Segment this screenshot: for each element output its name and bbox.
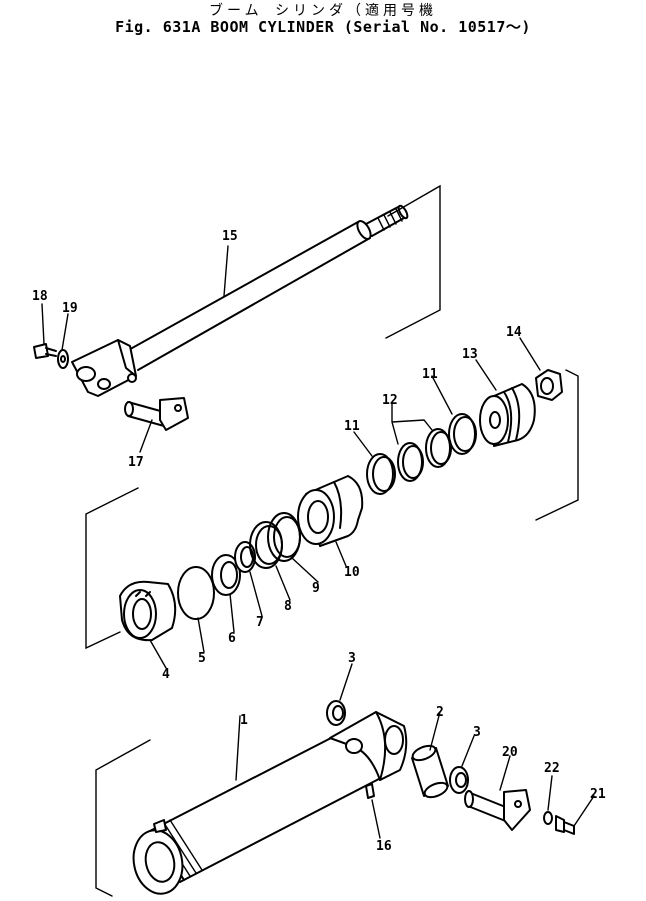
seal-6 xyxy=(211,554,241,596)
gland-4 xyxy=(119,580,177,642)
diagram-title-jp: ブーム シリンダ（適用号機 xyxy=(208,3,437,19)
piston-rod xyxy=(71,184,441,397)
bolt-18 xyxy=(33,343,57,359)
label-4: 4 xyxy=(162,667,170,682)
label-6: 6 xyxy=(228,631,236,646)
ring-11a xyxy=(366,453,394,495)
ring-9 xyxy=(267,512,301,562)
piston-13 xyxy=(479,383,536,447)
diagram-title: Fig. 631A BOOM CYLINDER (Serial No. 1051… xyxy=(115,18,531,36)
ring-11a-inner xyxy=(372,456,396,492)
nut-14 xyxy=(535,369,563,401)
label-14: 14 xyxy=(506,325,522,340)
ring-12a-inner xyxy=(402,445,424,479)
label-5: 5 xyxy=(198,651,206,666)
label-1: 1 xyxy=(240,713,248,728)
label-3a: 3 xyxy=(348,651,356,666)
bushing-3b xyxy=(449,766,469,794)
ring-11b-inner xyxy=(453,416,477,452)
label-18: 18 xyxy=(32,289,48,304)
label-19: 19 xyxy=(62,301,78,316)
label-20: 20 xyxy=(502,745,518,760)
washer-22 xyxy=(543,811,553,825)
label-22: 22 xyxy=(544,761,560,776)
label-13: 13 xyxy=(462,347,478,362)
bushing-3a xyxy=(326,700,346,726)
part-labels: 1 2 3 3 4 5 6 7 8 9 10 11 11 12 13 14 15… xyxy=(32,229,606,854)
label-11a: 11 xyxy=(344,419,360,434)
label-17: 17 xyxy=(128,455,144,470)
bracket-left xyxy=(85,487,139,650)
ring-8 xyxy=(249,521,283,569)
label-8: 8 xyxy=(284,599,292,614)
leader-lines xyxy=(41,245,595,839)
label-3b: 3 xyxy=(473,725,481,740)
bushing-2 xyxy=(411,744,449,799)
label-15: 15 xyxy=(222,229,238,244)
pin-20 xyxy=(464,789,531,831)
bushing-10 xyxy=(297,475,364,547)
washer-19 xyxy=(57,349,69,369)
bracket-right xyxy=(535,369,579,521)
o-ring-5 xyxy=(177,566,215,620)
label-10: 10 xyxy=(344,565,360,580)
label-12: 12 xyxy=(382,393,398,408)
label-2: 2 xyxy=(436,705,444,720)
ring-12b-inner xyxy=(430,431,452,465)
label-11b: 11 xyxy=(422,367,438,382)
cylinder-tube xyxy=(95,711,408,897)
pin-17 xyxy=(124,397,189,431)
label-7: 7 xyxy=(256,615,264,630)
bolt-21 xyxy=(555,815,575,835)
label-21: 21 xyxy=(590,787,606,802)
grease-fitting-16 xyxy=(365,783,375,799)
label-9: 9 xyxy=(312,581,320,596)
label-16: 16 xyxy=(376,839,392,854)
